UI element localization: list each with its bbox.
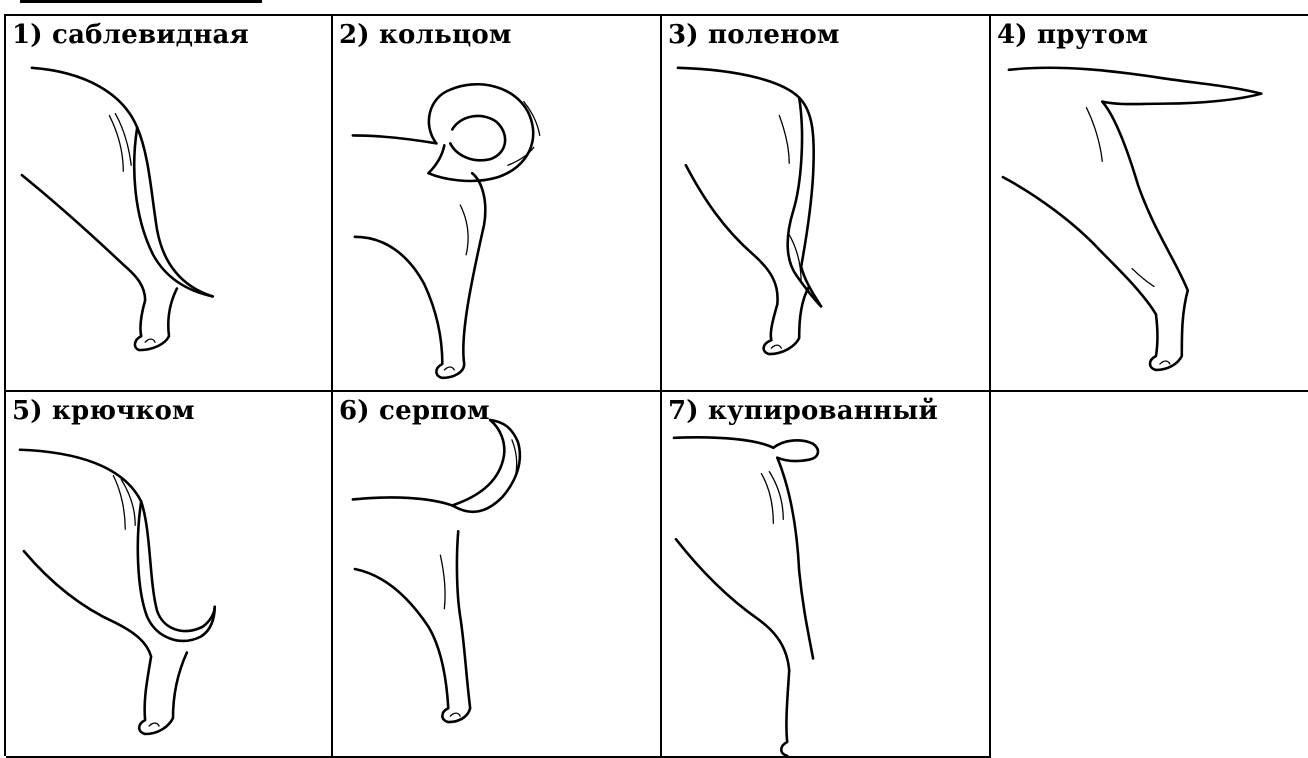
log-tail-drawing [662, 16, 989, 390]
panel-docked-tail: 7) купированный [662, 392, 991, 758]
panel-log-tail: 3) поленом [662, 16, 991, 392]
rod-tail-drawing [991, 16, 1308, 390]
ring-tail-drawing [333, 16, 660, 390]
header-rule [20, 0, 262, 3]
panel-sickle-tail: 6) серпом [333, 392, 662, 758]
panel-rod-tail: 4) прутом [991, 16, 1308, 392]
panel-hook-tail: 5) крючком [6, 392, 333, 758]
empty-cell [991, 392, 1308, 758]
tail-types-grid: 1) саблевидная 2) кольцом 3) поленом [4, 14, 1308, 756]
docked-tail-drawing [662, 392, 989, 756]
sabre-tail-drawing [6, 16, 331, 390]
panel-sabre-tail: 1) саблевидная [6, 16, 333, 392]
hook-tail-drawing [6, 392, 331, 756]
panel-ring-tail: 2) кольцом [333, 16, 662, 392]
sickle-tail-drawing [333, 392, 660, 756]
